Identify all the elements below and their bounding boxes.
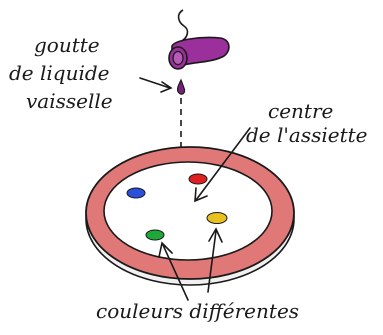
blue-color-dot bbox=[127, 188, 145, 198]
arrow-icon bbox=[140, 78, 171, 92]
center-label-line1: centre bbox=[268, 99, 333, 123]
plate-icon bbox=[86, 147, 294, 285]
drop-label-line1: goutte bbox=[34, 33, 100, 57]
liquid-drop-icon bbox=[178, 80, 185, 94]
green-color-dot bbox=[146, 230, 164, 240]
colors-label: couleurs différentes bbox=[96, 299, 299, 323]
drop-label-line2: de liquide bbox=[9, 61, 110, 85]
yellow-color-dot bbox=[207, 213, 227, 224]
center-label-line2: de l'assiette bbox=[246, 123, 367, 147]
drop-label-line3: vaisselle bbox=[26, 89, 113, 113]
dish-soap-bottle-icon bbox=[169, 10, 229, 69]
red-color-dot bbox=[189, 174, 207, 184]
